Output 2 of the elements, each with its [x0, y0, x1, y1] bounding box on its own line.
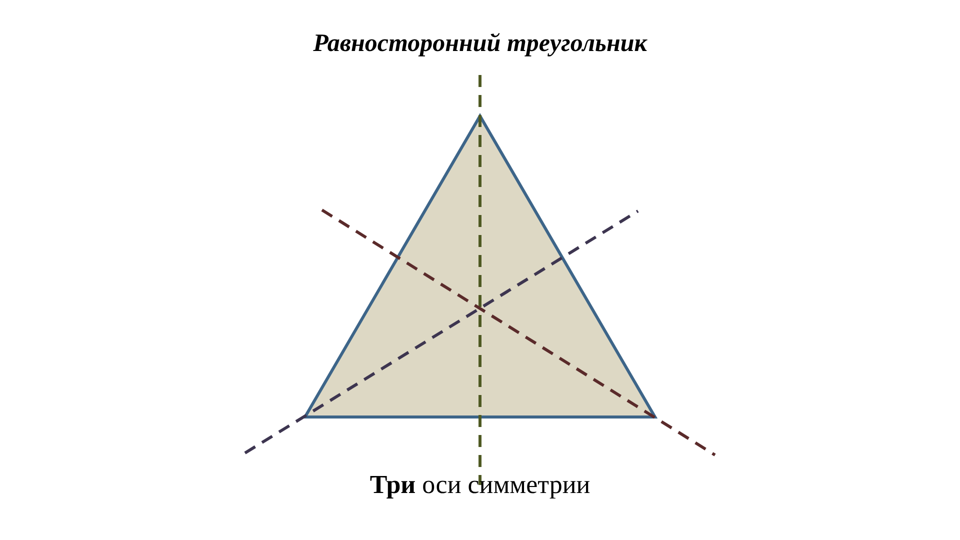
- title: Равносторонний треугольник: [312, 30, 648, 58]
- caption: Три оси симметрии: [368, 470, 592, 500]
